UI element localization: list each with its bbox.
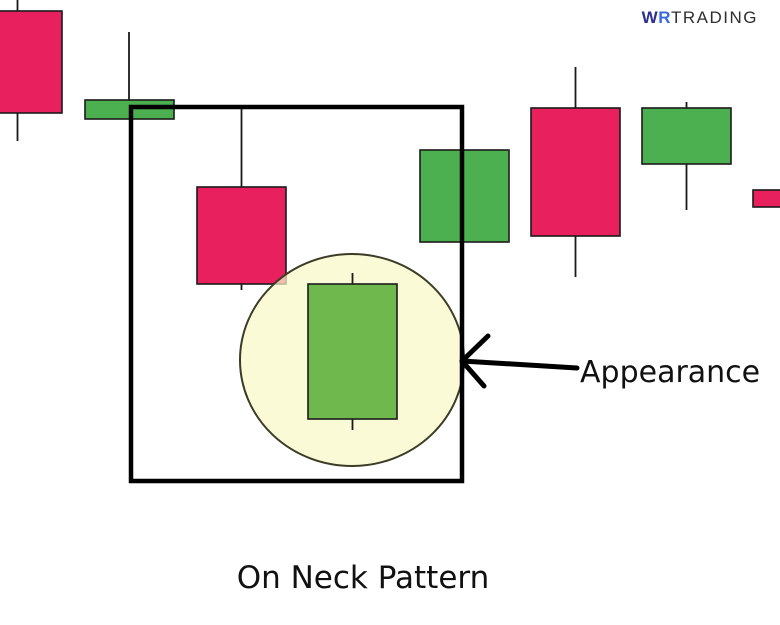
candle-3-bearish [196,107,287,290]
logo-letter-w: W [641,8,659,27]
candle-8-body [752,189,780,208]
highlight-candle-layer [307,273,398,430]
arrowhead-upper-barb [459,333,491,364]
candle-1-body [0,10,63,114]
arrow-layer [459,333,580,389]
appearance-annotation-label: Appearance [580,355,761,390]
pattern-title: On Neck Pattern [236,560,490,596]
candle-6-bearish [530,67,621,277]
candle-8-bearish [752,189,780,208]
candle-7-body [641,107,732,165]
logo-trading-text: TRADING [671,8,758,27]
candle-6-body [530,107,621,237]
highlight-box [128,104,465,484]
candle-5-body [419,149,510,243]
candle-7-bullish [641,102,732,210]
highlight-box-layer [128,104,465,484]
candle-5-bullish [419,149,510,243]
wr-trading-logo: WRTRADING [641,8,758,28]
candle-1-bearish [0,0,63,141]
candle-4-bullish [307,273,398,430]
logo-letter-r: R [658,8,671,27]
candles-layer [0,0,780,290]
arrowhead-lower-barb [459,358,487,389]
candle-4-body [307,283,398,420]
arrow-shaft [459,358,580,371]
candle-3-body [196,186,287,285]
